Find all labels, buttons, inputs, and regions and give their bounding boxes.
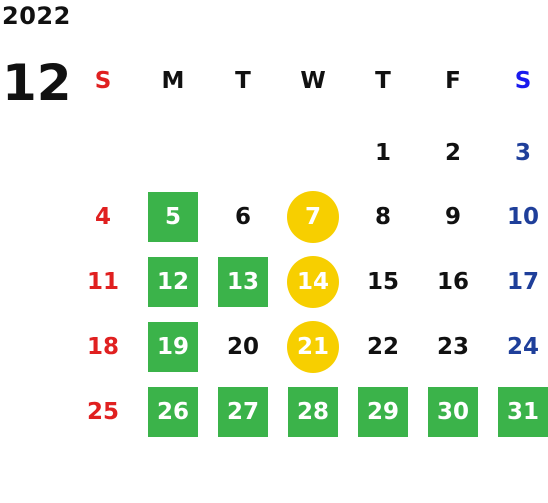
day-number: 27 (218, 386, 268, 437)
day-cell: 17 (488, 249, 548, 314)
day-cell: 4 (68, 184, 138, 249)
day-number: 19 (148, 321, 198, 372)
day-number: 17 (506, 268, 539, 295)
day-cell: 10 (488, 184, 548, 249)
day-cell: 2 (418, 120, 488, 185)
weekday-header-wed: W (278, 48, 348, 113)
day-cell-highlighted-green: 13 (208, 249, 278, 314)
day-number: 8 (374, 203, 391, 230)
weekday-header-sat: S (488, 48, 548, 113)
day-number: 12 (148, 256, 198, 307)
day-cell-highlighted-green: 12 (138, 249, 208, 314)
year-label: 2022 (2, 2, 71, 30)
day-number: 7 (287, 190, 339, 243)
weekday-header-thu: T (348, 48, 418, 113)
day-cell: 24 (488, 314, 548, 379)
day-number: 4 (94, 203, 111, 230)
weekday-header-label: T (235, 67, 251, 94)
weekday-header-label: F (445, 67, 461, 94)
day-number: 1 (374, 139, 391, 166)
day-number: 23 (436, 333, 469, 360)
day-number: 25 (86, 398, 119, 425)
day-number: 16 (436, 268, 469, 295)
weekday-header-label: S (94, 67, 112, 94)
day-number: 30 (428, 386, 478, 437)
day-number: 14 (287, 255, 339, 308)
day-number: 9 (444, 203, 461, 230)
day-cell: 22 (348, 314, 418, 379)
day-number: 10 (506, 203, 539, 230)
day-cell-highlighted-green: 30 (418, 379, 488, 444)
weekday-header-label: M (161, 67, 185, 94)
day-number: 5 (148, 191, 198, 242)
day-cell-highlighted-yellow: 7 (278, 184, 348, 249)
day-cell-highlighted-green: 29 (348, 379, 418, 444)
weekday-header-tue: T (208, 48, 278, 113)
day-number: 20 (226, 333, 259, 360)
day-number: 21 (287, 320, 339, 373)
day-number: 26 (148, 386, 198, 437)
day-number: 29 (358, 386, 408, 437)
day-cell: 20 (208, 314, 278, 379)
day-number: 13 (218, 256, 268, 307)
day-cell: 8 (348, 184, 418, 249)
day-cell-highlighted-green: 31 (488, 379, 548, 444)
day-cell: 18 (68, 314, 138, 379)
day-cell: 15 (348, 249, 418, 314)
weekday-header-mon: M (138, 48, 208, 113)
day-cell-highlighted-green: 19 (138, 314, 208, 379)
day-cell-highlighted-green: 26 (138, 379, 208, 444)
day-cell-highlighted-yellow: 14 (278, 249, 348, 314)
day-cell: 6 (208, 184, 278, 249)
day-number: 22 (366, 333, 399, 360)
day-number: 24 (506, 333, 539, 360)
day-cell: 1 (348, 120, 418, 185)
calendar-grid: S M T W T F S 1 2 3 4 5 6 7 8 9 10 11 12… (68, 58, 548, 438)
weekday-header-label: T (375, 67, 391, 94)
weekday-header-label: S (514, 67, 532, 94)
day-cell: 3 (488, 120, 548, 185)
weekday-header-sun: S (68, 48, 138, 113)
day-number: 28 (288, 386, 338, 437)
weekday-header-label: W (300, 67, 326, 94)
month-label: 12 (2, 54, 72, 112)
day-cell-highlighted-green: 28 (278, 379, 348, 444)
day-number: 6 (234, 203, 251, 230)
day-cell: 9 (418, 184, 488, 249)
day-cell: 16 (418, 249, 488, 314)
day-number: 3 (514, 139, 531, 166)
day-cell: 11 (68, 249, 138, 314)
day-cell-highlighted-green: 27 (208, 379, 278, 444)
day-cell-highlighted-yellow: 21 (278, 314, 348, 379)
day-cell: 25 (68, 379, 138, 444)
weekday-header-fri: F (418, 48, 488, 113)
day-number: 15 (366, 268, 399, 295)
day-number: 18 (86, 333, 119, 360)
day-cell-highlighted-green: 5 (138, 184, 208, 249)
day-number: 2 (444, 139, 461, 166)
day-cell: 23 (418, 314, 488, 379)
day-number: 11 (86, 268, 119, 295)
day-number: 31 (498, 386, 548, 437)
